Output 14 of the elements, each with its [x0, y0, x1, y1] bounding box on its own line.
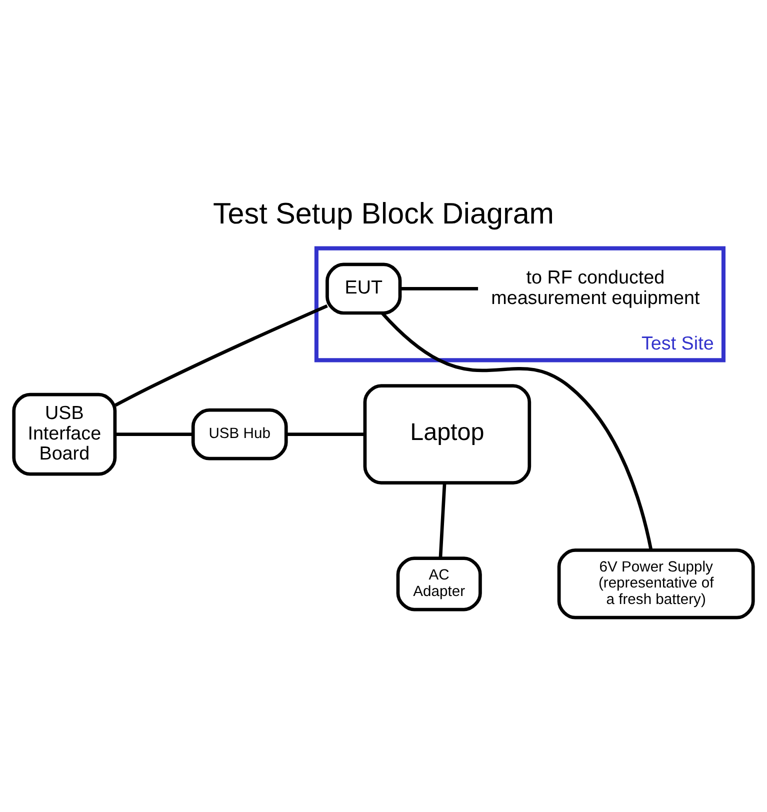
node-box: AC Adapter	[396, 556, 482, 612]
connector	[115, 432, 193, 436]
connector	[286, 432, 365, 436]
connector	[114, 304, 328, 407]
node-box: 6V Power Supply (representative of a fresh battery)	[557, 548, 755, 620]
connector	[381, 312, 653, 550]
node-box: USB Interface Board	[12, 392, 117, 476]
connector	[438, 482, 446, 558]
diagram-title: Test Setup Block Diagram	[212, 198, 554, 231]
node-box: USB Hub	[191, 408, 288, 460]
node-box: Laptop	[363, 384, 532, 484]
connector	[400, 287, 478, 290]
node-text: to RF conducted measurement equipment	[491, 266, 700, 308]
node-box: EUT	[326, 262, 402, 315]
